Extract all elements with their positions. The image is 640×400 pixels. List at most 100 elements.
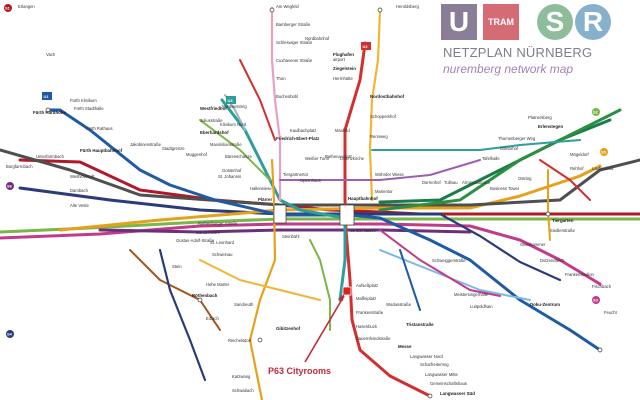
label-langwasser-mitte: Langwasser Mitte <box>425 372 458 377</box>
label-messe: Messe <box>398 344 412 349</box>
label-frankenstadion: Frankenstadion <box>565 272 595 277</box>
label-erlangen: Erlangen <box>18 4 35 9</box>
tram-darkblue <box>440 214 560 280</box>
label-gustav-adolf: Gustav-Adolf-Straße <box>176 238 215 243</box>
label-heroldsberg: Heroldsberg <box>396 4 419 9</box>
tram-blue <box>400 250 420 310</box>
label-doku-zentrum: Doku-Zentrum <box>530 302 560 307</box>
r-logo-letter: R <box>583 6 603 38</box>
label-mogeldorf: Mögeldorf <box>570 152 589 157</box>
label-sandreuth: Sandreuth <box>234 302 254 307</box>
label-hbf-sub: central station <box>350 228 377 233</box>
label-hohe-marter: Hohe Marter <box>206 282 230 287</box>
label-maxfeld: Maxfeld <box>335 128 350 133</box>
label-arminius: Arminiusstraße <box>462 180 491 185</box>
label-flughafen-sub: airport <box>333 57 346 62</box>
badge-s3: S3 <box>593 298 599 303</box>
label-thumenberger-weg: Thumenberger Weg <box>498 136 536 141</box>
label-tiergaertnertor: Tiergärtnertor <box>283 172 309 177</box>
label-fuerth-stadthalle: Fürth Stadthalle <box>74 106 104 111</box>
label-eberhardshof: Eberhardshof <box>200 130 229 135</box>
label-muggenhof: Muggenhof <box>186 152 208 157</box>
label-marientor: Marientor <box>375 189 393 194</box>
label-feucht: Feucht <box>604 310 618 315</box>
label-kaulbachplatz: Kaulbachplatz <box>290 128 316 133</box>
label-st-johannis: St. Johannis <box>218 174 241 179</box>
label-am-wegfeld: Am Wegfeld <box>276 4 299 9</box>
label-tafelhalle: Tafelhalle <box>482 156 500 161</box>
tram-logo: TRAM <box>483 4 519 40</box>
map-header: U TRAM S R NETZPLAN NÜRNBERG nuremberg n… <box>441 4 637 84</box>
label-fuerth-hbf: Fürth Hauptbahnhof <box>80 148 123 153</box>
label-herrnhuette: Herrnhütte <box>333 76 353 81</box>
label-nordbahnhof: Nordbahnhof <box>305 36 330 41</box>
label-rothenburger: Rothenburger Straße <box>198 221 238 226</box>
label-luitpoldhain: Luitpoldhain <box>470 304 493 309</box>
label-reichelsdorf: Reichelsdorf <box>228 338 252 343</box>
label-dambach: Dambach <box>70 188 89 193</box>
label-opernhaus: Opernhaus <box>300 178 321 183</box>
badge-u3: U3 <box>228 98 234 103</box>
label-schweinau: Schweinau <box>212 252 233 257</box>
label-vach: Vach <box>46 52 56 57</box>
badge-s2: S2 <box>593 110 599 115</box>
label-stadtgrenze: Stadtgrenze <box>162 146 185 151</box>
label-duerrenhof: Dürrenhof <box>422 180 441 185</box>
label-fuerth-rathaus: Fürth Rathaus <box>86 126 113 131</box>
label-fuerth-klinikum: Fürth Klinikum <box>70 98 97 103</box>
label-stein: Stein <box>172 264 182 269</box>
label-baerenschanze: Bärenschanze <box>225 154 252 159</box>
label-laufamholz: Laufamholz <box>592 166 614 171</box>
label-weisser-turm: Weißer Turm <box>305 156 330 161</box>
label-frankenstrasse: Frankenstraße <box>356 310 384 315</box>
badge-s4: S4 <box>7 332 13 337</box>
u-logo: U <box>441 4 477 40</box>
tram-9 <box>280 160 480 180</box>
station-plaerrer-marker <box>274 205 286 223</box>
badge-u2: U2 <box>363 44 369 49</box>
r-logo: R <box>575 4 611 40</box>
line-s3 <box>0 224 600 284</box>
label-thon: Thon <box>276 76 286 81</box>
label-ziegelstein: Ziegelstein <box>333 66 356 71</box>
label-woehrder-wiese: Wöhrder Wiese <box>375 172 405 177</box>
label-rehhof: Rehhof <box>570 166 584 171</box>
label-tullnau: Tullnau <box>444 180 458 185</box>
badge-s6: S6 <box>7 184 13 189</box>
label-tristanstrasse: Tristanstraße <box>406 322 434 327</box>
label-hbf: Hauptbahnhof <box>348 196 378 201</box>
station-marker <box>598 348 602 352</box>
label-jakobinenstr: Jakobinenstraße <box>130 142 162 147</box>
label-unterfarrnbach: Unterfarrnbach <box>36 154 65 159</box>
annotation-arrow <box>305 296 344 362</box>
tram-logo-text: TRAM <box>488 17 514 27</box>
annotation-label: P63 Cityrooms <box>268 366 331 376</box>
station-marker <box>270 8 274 12</box>
label-gibitzenhof: Gibitzenhof <box>276 326 301 331</box>
label-klinikum-nord: Klinikum Nord <box>220 122 247 127</box>
label-cuxhavener: Cuxhavener Straße <box>276 58 313 63</box>
tram-s3south <box>160 250 205 380</box>
label-aufsessplatz: Aufseßplatz <box>356 283 378 288</box>
label-burgfarrnbach: Burgfarrnbach <box>6 164 33 169</box>
label-rennweg: Rennweg <box>370 134 388 139</box>
map-subtitle: nuremberg network map <box>443 62 573 76</box>
tram-lime <box>310 240 330 330</box>
badge-s1: S1 <box>5 6 11 11</box>
label-dutzendteich: Dutzendteich <box>540 258 565 263</box>
label-roethenbach: Röthenbach <box>192 293 218 298</box>
s-logo: S <box>537 4 573 40</box>
label-ostring: Ostring <box>518 176 532 181</box>
label-gostenhof: Gostenhof <box>222 168 242 173</box>
station-marker <box>198 298 202 302</box>
station-marker <box>546 212 550 216</box>
label-eibach: Eibach <box>206 316 219 321</box>
label-fuerth-hardhoehe: Fürth Hardhöhe <box>33 110 66 115</box>
badge-u1: U1 <box>44 94 50 99</box>
label-steinbuehl: Steinbühl <box>282 234 300 239</box>
station-marker <box>258 338 262 342</box>
label-langwasser-nord: Langwasser Nord <box>410 354 443 359</box>
label-fischbach: Fischbach <box>592 284 612 289</box>
label-platnersberg: Platnersberg <box>528 115 552 120</box>
label-bamberger: Bamberger Straße <box>276 22 311 27</box>
